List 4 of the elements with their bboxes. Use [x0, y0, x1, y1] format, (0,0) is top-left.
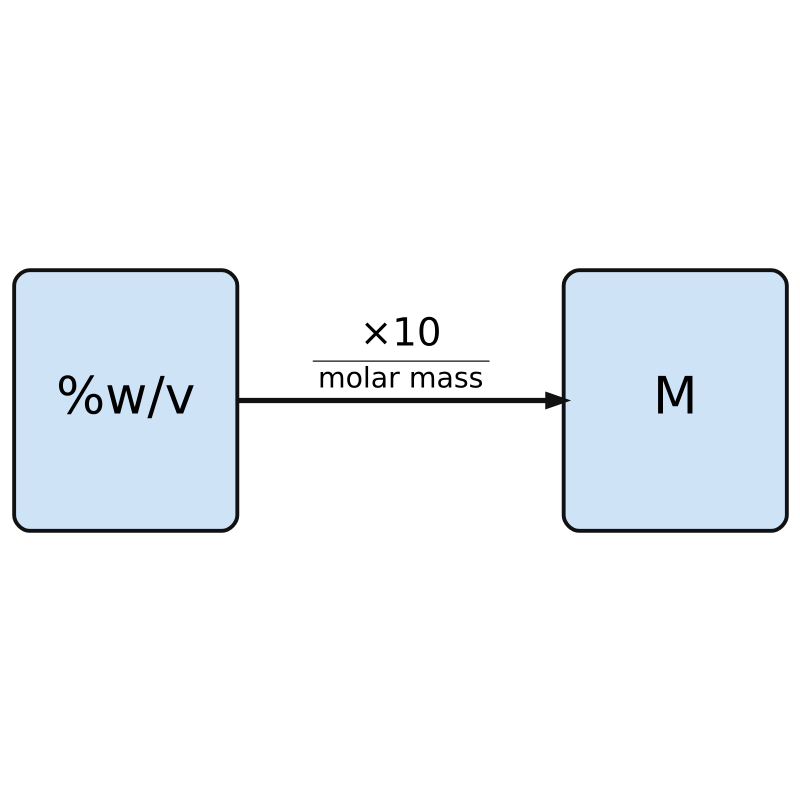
edge-label: ×10 molar mass — [317, 310, 483, 394]
arrow — [236, 390, 571, 410]
node-box: M — [561, 268, 788, 532]
node-box: %w/v — [12, 268, 239, 532]
